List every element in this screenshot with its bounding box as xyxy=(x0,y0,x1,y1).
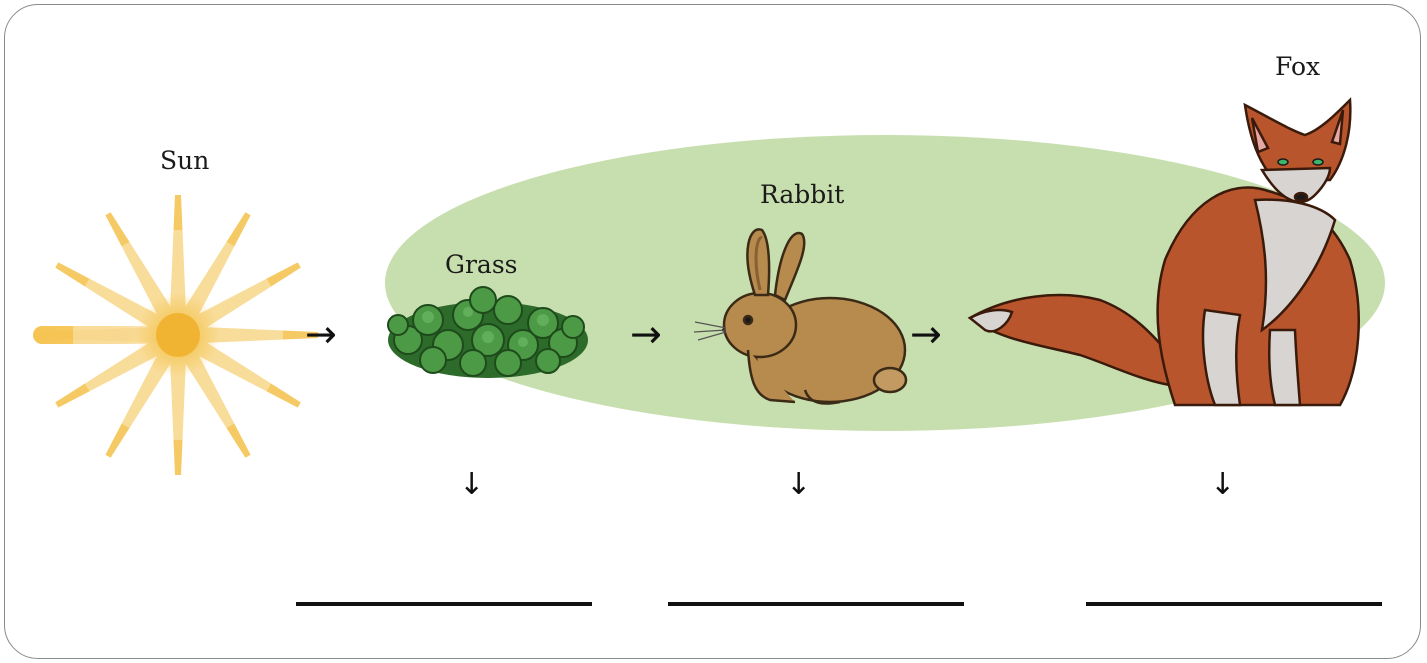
down-arrow-rabbit: ↓ xyxy=(786,470,811,500)
arrow-sun-to-grass: → xyxy=(305,315,337,353)
answer-blank-fox[interactable] xyxy=(1086,602,1382,606)
down-arrow-grass: ↓ xyxy=(459,470,484,500)
fox-label: Fox xyxy=(1275,52,1320,81)
sun-label: Sun xyxy=(160,146,209,175)
down-arrow-fox: ↓ xyxy=(1210,470,1235,500)
answer-blank-rabbit[interactable] xyxy=(668,602,964,606)
grass-label: Grass xyxy=(445,250,518,279)
sun-icon xyxy=(33,195,318,475)
rabbit-label: Rabbit xyxy=(760,180,844,209)
answer-blank-grass[interactable] xyxy=(296,602,592,606)
arrow-rabbit-to-fox: → xyxy=(910,315,942,353)
arrow-grass-to-rabbit: → xyxy=(630,315,662,353)
